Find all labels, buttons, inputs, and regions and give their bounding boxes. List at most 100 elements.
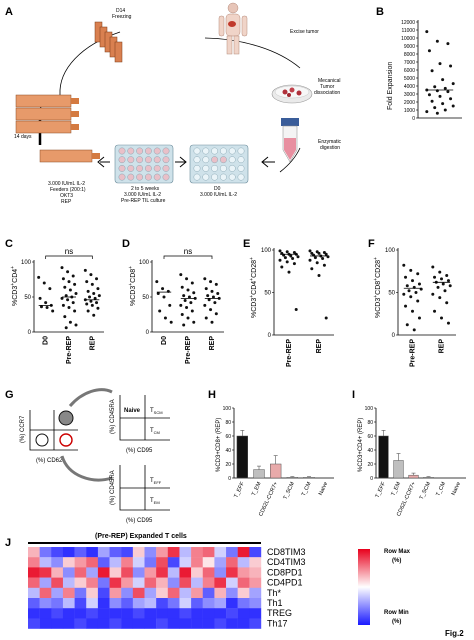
y-tick-label: 100	[21, 260, 32, 266]
y-tick-label: 20	[367, 462, 373, 468]
heatmap-cell	[39, 557, 52, 568]
heatmap-cell	[97, 587, 110, 599]
heatmap-cell	[179, 557, 192, 568]
heatmap-cell	[74, 557, 87, 568]
heatmap-cell	[226, 567, 238, 578]
well	[136, 173, 144, 181]
x-tick-label: T_EM	[251, 481, 263, 497]
well	[118, 156, 126, 164]
x-tick-label: REP	[89, 336, 96, 351]
heatmap-cell	[28, 577, 40, 588]
heatmap-row-label: Th*	[267, 588, 282, 598]
data-point	[204, 287, 208, 291]
heatmap-cell	[121, 577, 134, 588]
heatmap-cell	[156, 567, 168, 578]
data-point	[402, 292, 406, 296]
heatmap-cell	[249, 577, 262, 588]
data-point	[67, 306, 71, 309]
y-tick-label: 0	[370, 476, 373, 482]
well	[162, 173, 170, 181]
heatmap-cell	[97, 547, 110, 558]
data-point	[60, 266, 64, 270]
y-tick-label: 3000	[404, 92, 415, 98]
axis-lines	[233, 408, 334, 479]
heatmap-cell	[237, 567, 250, 578]
data-point	[93, 296, 97, 300]
heatmap-cell	[167, 557, 180, 568]
bar	[423, 477, 434, 479]
heatmap-cell	[51, 577, 64, 588]
well	[193, 156, 201, 164]
heatmap-cell	[74, 577, 87, 588]
well	[202, 147, 210, 155]
data-point	[67, 280, 71, 284]
well	[193, 164, 201, 172]
data-point	[310, 267, 314, 271]
data-point	[433, 106, 437, 110]
heatmap-cell	[156, 577, 168, 588]
data-point	[203, 277, 207, 281]
panel-letter-a: A	[5, 6, 13, 18]
significance-bracket	[163, 255, 213, 259]
well	[211, 173, 219, 181]
data-point	[68, 288, 72, 292]
heatmap-cell	[226, 557, 238, 568]
g-naive-label: Naive	[124, 408, 141, 414]
heatmap-cell	[86, 608, 99, 619]
data-point	[192, 291, 196, 295]
data-point	[42, 281, 46, 285]
heatmap-cell	[109, 608, 122, 619]
heatmap-title-bar	[28, 542, 261, 544]
data-point	[296, 255, 300, 259]
well	[153, 147, 161, 155]
panel-letter-f: F	[368, 238, 375, 250]
data-point	[433, 309, 437, 313]
data-point	[446, 321, 450, 325]
heatmap-cell	[237, 608, 250, 619]
x-tick-label: Pre-REP	[185, 336, 192, 364]
data-point	[405, 323, 409, 327]
heatmap-cell	[144, 598, 157, 609]
data-point	[289, 254, 293, 258]
data-point	[414, 291, 418, 294]
data-point	[412, 328, 416, 332]
cycle-arrow-right-bottom	[279, 147, 301, 173]
data-point	[417, 316, 421, 320]
data-point	[51, 309, 55, 313]
heatmap-cell	[249, 618, 262, 629]
heatmap-cell	[156, 618, 168, 629]
heatmap-cell	[97, 567, 110, 578]
data-point	[292, 262, 296, 266]
heatmap-cell	[144, 577, 157, 588]
heatmap-cell	[51, 567, 64, 578]
heatmap-cell	[144, 557, 157, 568]
y-tick-label: 50	[142, 295, 149, 301]
heatmap-legend-bar	[358, 549, 370, 625]
heatmap-cell	[109, 557, 122, 568]
heatmap-cell	[39, 587, 52, 599]
y-tick-label: 0	[412, 116, 415, 122]
heatmap-cell	[62, 598, 75, 609]
y-tick-label: 10000	[401, 36, 415, 42]
y-tick-label: 50	[264, 291, 271, 297]
panel-b: B Fold Expansion 01000200030004000500060…	[376, 6, 462, 122]
data-point	[438, 296, 442, 300]
heatmap-cell	[214, 608, 227, 619]
well	[153, 156, 161, 164]
data-point	[317, 274, 321, 277]
g-ccr7-label: (%) CCR7	[20, 415, 26, 443]
data-point	[278, 249, 282, 253]
tube-icon	[281, 118, 299, 163]
x-tick-label: CD62L-CCR7+	[258, 481, 279, 517]
well	[237, 156, 245, 164]
heatmap-cell	[179, 547, 192, 558]
y-tick-label: 2000	[404, 100, 415, 106]
